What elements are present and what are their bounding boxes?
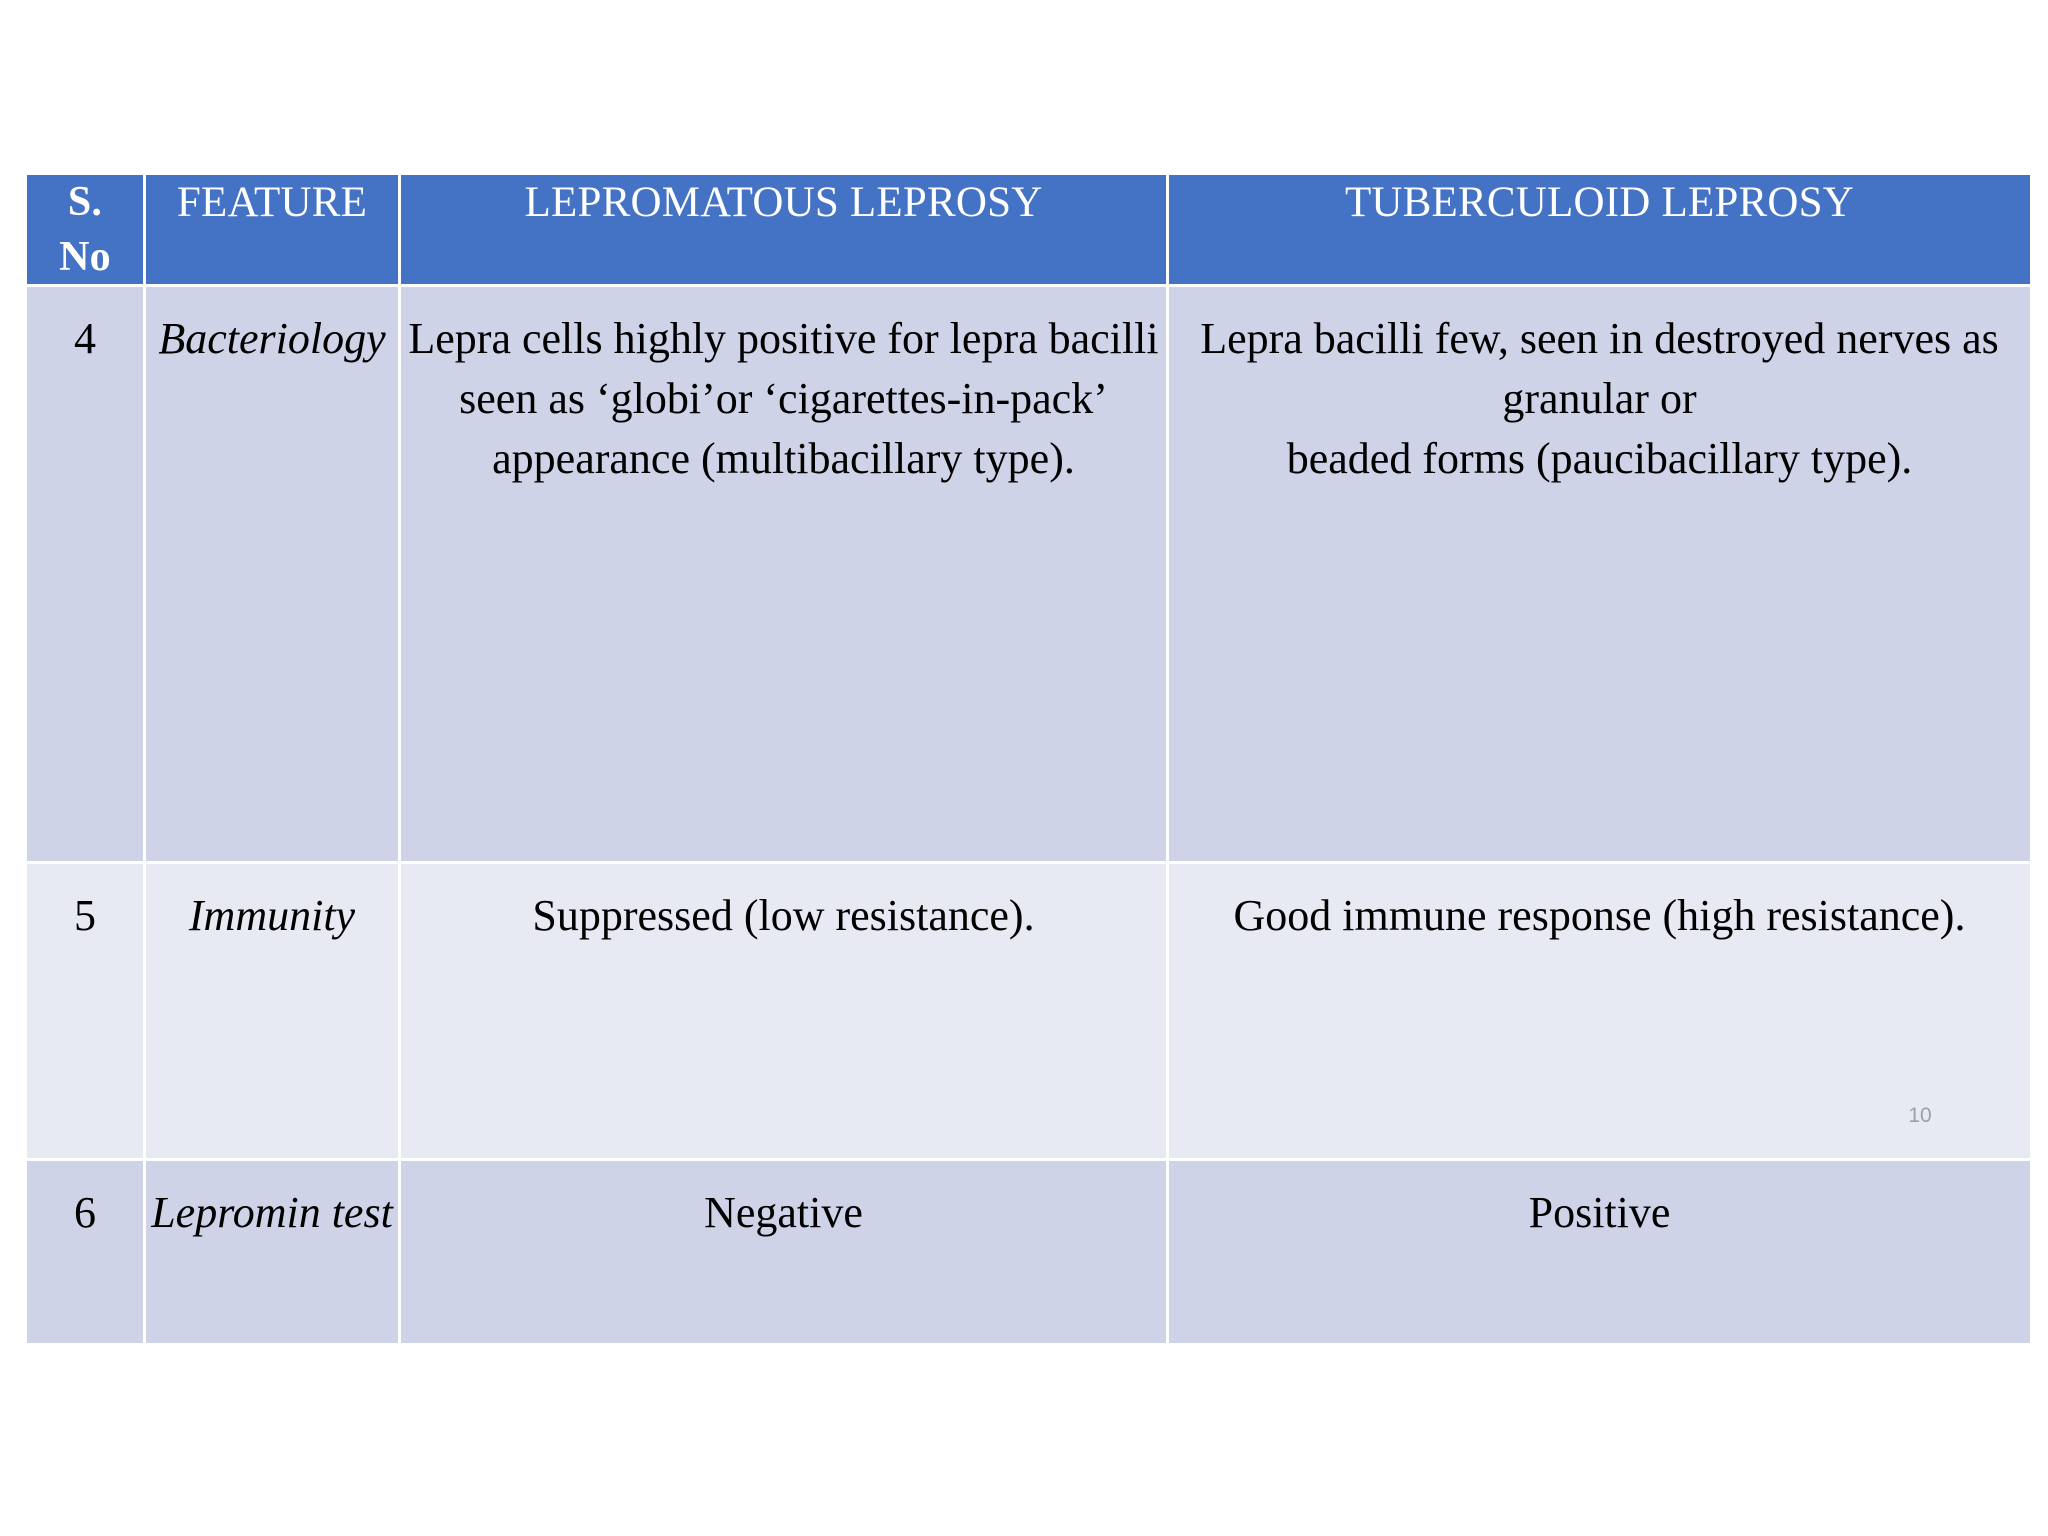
- cell-tuberculoid: Good immune response (high resistance).: [1169, 864, 2030, 1159]
- page-number: 10: [1908, 1104, 1932, 1127]
- cell-feature: Lepromin test: [146, 1161, 398, 1344]
- table-row: 6 Lepromin test Negative Positive: [27, 1161, 2030, 1344]
- table-header: S. No FEATURE LEPROMATOUS LEPROSY TUBERCU…: [27, 175, 2030, 285]
- column-header-serial-number-line1: S.: [67, 179, 103, 225]
- table-header-row: S. No FEATURE LEPROMATOUS LEPROSY TUBERCU…: [27, 175, 2030, 285]
- table-row: 4 Bacteriology Lepra cells highly positi…: [27, 287, 2030, 862]
- cell-lepromatous: Lepra cells highly positive for lepra ba…: [401, 287, 1166, 862]
- cell-feature: Immunity: [146, 864, 398, 1159]
- cell-lepromatous: Suppressed (low resistance).: [401, 864, 1166, 1159]
- cell-lepromatous: Negative: [401, 1161, 1166, 1344]
- column-header-lepromatous-leprosy: LEPROMATOUS LEPROSY: [401, 175, 1166, 285]
- leprosy-comparison-table: S. No FEATURE LEPROMATOUS LEPROSY TUBERCU…: [24, 172, 2033, 1346]
- column-header-tuberculoid-leprosy: TUBERCULOID LEPROSY: [1169, 175, 2030, 285]
- cell-tuberculoid: Lepra bacilli few, seen in destroyed ner…: [1169, 287, 2030, 862]
- table-body: 4 Bacteriology Lepra cells highly positi…: [27, 287, 2030, 1344]
- column-header-serial-number-line2: No: [59, 233, 111, 280]
- cell-serial-number: 5: [27, 864, 143, 1159]
- cell-serial-number: 4: [27, 287, 143, 862]
- table-row: 5 Immunity Suppressed (low resistance). …: [27, 864, 2030, 1159]
- column-header-serial-number: S. No: [27, 175, 143, 285]
- cell-serial-number: 6: [27, 1161, 143, 1344]
- cell-feature: Bacteriology: [146, 287, 398, 862]
- column-header-feature: FEATURE: [146, 175, 398, 285]
- cell-tuberculoid: Positive: [1169, 1161, 2030, 1344]
